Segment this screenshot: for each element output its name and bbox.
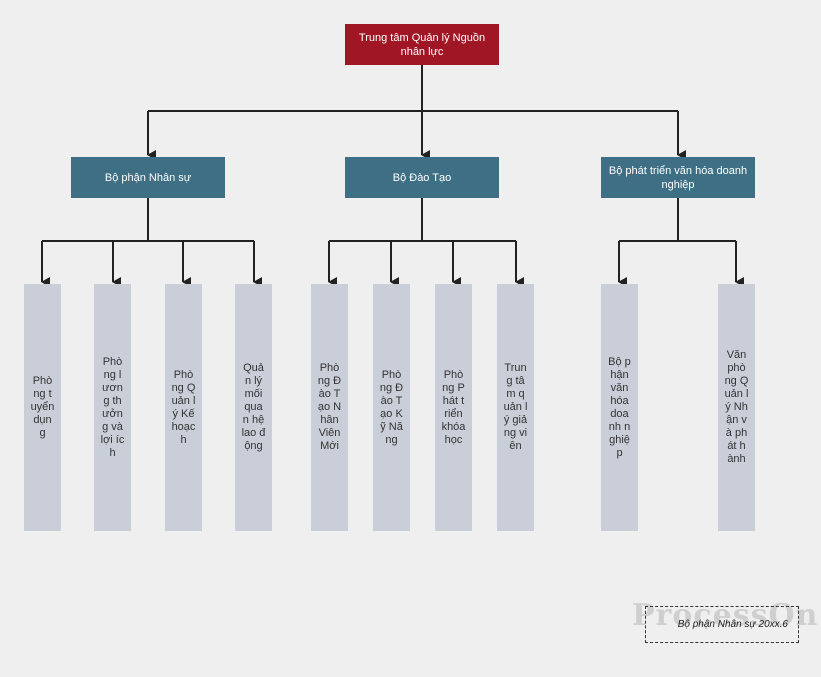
department-training-label: Bộ Đào Tạo: [392, 171, 452, 184]
department-culture[interactable]: Bộ phát triển văn hóa doanh nghiệp: [601, 157, 755, 198]
department-hr[interactable]: Bộ phận Nhân sự: [71, 157, 225, 198]
watermark-logo: ProcessOn: [632, 598, 819, 633]
unit-skills-training[interactable]: Phòng Đào Tạo Kỹ Năng: [373, 284, 410, 531]
unit-label: Trung tâm quản lý giảng viên: [503, 362, 528, 452]
unit-recruitment[interactable]: Phòng tuyển dụng: [24, 284, 61, 531]
unit-compensation[interactable]: Phòng lương thưởng và lợi ích: [94, 284, 131, 531]
unit-instructor-center[interactable]: Trung tâm quản lý giảng viên: [497, 284, 534, 531]
unit-label: Phòng tuyển dụng: [30, 375, 55, 439]
root-node[interactable]: Trung tâm Quản lý Nguồn nhân lực: [345, 24, 499, 65]
unit-label: Phòng lương thưởng và lợi ích: [100, 355, 125, 459]
unit-office-management[interactable]: Văn phòng Quản lý Nhận và phát hành: [718, 284, 755, 531]
caption-text: Bộ phận Nhân sự 20xx.6: [677, 619, 788, 630]
unit-label: Phòng Đào Tạo Nhân Viên Mới: [317, 362, 342, 452]
unit-label: Phòng Phát triển khóa học: [441, 368, 466, 446]
unit-course-development[interactable]: Phòng Phát triển khóa học: [435, 284, 472, 531]
unit-label: Phòng Đào Tạo Kỹ Năng: [379, 368, 404, 446]
unit-planning[interactable]: Phòng Quản lý Kế hoạch: [165, 284, 202, 531]
department-hr-label: Bộ phận Nhân sự: [104, 171, 192, 184]
unit-label: Quản lý mối quan hệ lao động: [241, 362, 266, 452]
unit-corporate-culture[interactable]: Bộ phận văn hóa doanh nghiệp: [601, 284, 638, 531]
department-culture-label: Bộ phát triển văn hóa doanh nghiệp: [608, 164, 748, 191]
root-label: Trung tâm Quản lý Nguồn nhân lực: [358, 31, 486, 58]
unit-new-staff-training[interactable]: Phòng Đào Tạo Nhân Viên Mới: [311, 284, 348, 531]
department-training[interactable]: Bộ Đào Tạo: [345, 157, 499, 198]
unit-labor-relations[interactable]: Quản lý mối quan hệ lao động: [235, 284, 272, 531]
unit-label: Phòng Quản lý Kế hoạch: [171, 368, 196, 446]
unit-label: Văn phòng Quản lý Nhận và phát hành: [724, 349, 749, 465]
caption-note: Bộ phận Nhân sự 20xx.6: [645, 606, 799, 643]
unit-label: Bộ phận văn hóa doanh nghiệp: [608, 355, 631, 459]
